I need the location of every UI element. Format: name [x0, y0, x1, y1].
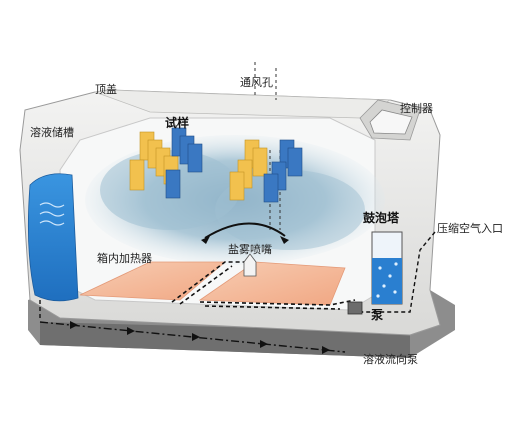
label-pump: 泵 [371, 308, 384, 322]
solution-flow-arrows [39, 300, 346, 354]
label-bubble-tower: 鼓泡塔 [363, 211, 400, 225]
pump [347, 301, 363, 315]
specimen-rack-right [229, 139, 303, 203]
label-specimen: 试样 [165, 116, 190, 130]
label-controller: 控制器 [400, 102, 433, 115]
spray-nozzle [201, 222, 289, 277]
label-solution-tank: 溶液储槽 [30, 126, 74, 139]
label-solution-flow-to-pump: 溶液流向泵 [363, 353, 418, 366]
label-compressed-air-inlet: 压缩空气入口 [437, 222, 503, 235]
solution-tank [27, 173, 79, 302]
bubble-tower [371, 231, 403, 305]
specimen-rack-left [129, 127, 203, 199]
label-chamber-heater: 箱内加热器 [97, 252, 152, 265]
label-spray-nozzle: 盐雾喷嘴 [228, 243, 272, 256]
label-top-cover: 顶盖 [95, 83, 117, 96]
controller-panel [359, 99, 421, 141]
label-vent-hole: 通风孔 [240, 76, 273, 89]
